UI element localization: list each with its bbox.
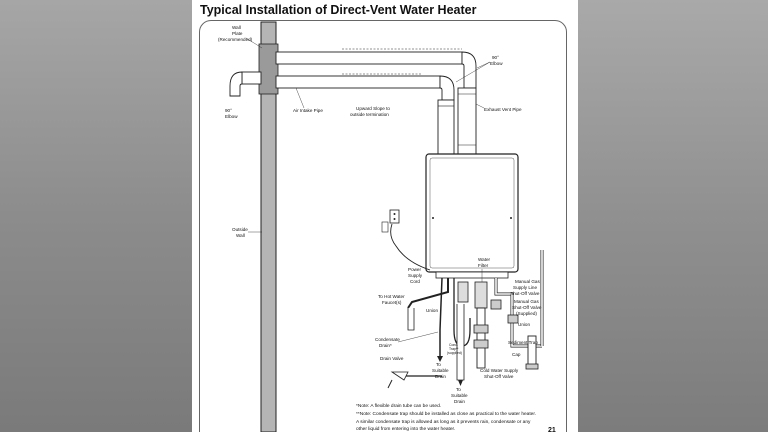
diagram-frame: [199, 20, 567, 432]
label-outside-wall-2: Wall: [236, 233, 245, 238]
note-2: **Note: Condensate trap should be instal…: [356, 411, 536, 417]
label-wall-plate-1: Wall: [232, 25, 241, 30]
label-elbow-left-2: Elbow: [225, 114, 238, 119]
note-3: A similar condensate trap is allowed as …: [356, 419, 531, 425]
label-gas-line-3: Shut-Off Valve: [510, 291, 540, 296]
label-elbow-left-1: 90°: [225, 108, 232, 113]
label-cond-trap-1: Cond.: [449, 343, 458, 347]
label-hot-water-1: To Hot Water: [378, 294, 405, 299]
label-elbow-top-1: 90°: [492, 55, 499, 60]
installation-diagram: Wall Plate (Recommended) 90° Elbow 90° E…: [218, 21, 556, 432]
label-condensate-1: Condensate: [375, 337, 400, 342]
intake-elbow: [439, 75, 455, 101]
page-title: Typical Installation of Direct-Vent Wate…: [200, 3, 477, 17]
exhaust-horizontal-pipe: [275, 51, 463, 65]
label-power-cord-3: Cord: [410, 279, 420, 284]
label-suitable-drain-a-2: Suitable: [432, 368, 449, 373]
label-power-cord-2: Supply: [408, 273, 423, 278]
label-water-filter-2: Filter: [478, 263, 489, 268]
label-air-intake: Air Intake Pipe: [293, 108, 323, 113]
manual-page: Typical Installation of Direct-Vent Wate…: [192, 0, 578, 432]
left-background: [0, 0, 192, 432]
label-suitable-drain-b-3: Drain: [454, 399, 465, 404]
air-intake-pipe: [275, 75, 441, 89]
left-outside-pipe: [241, 71, 262, 85]
label-union-left: Union: [426, 308, 438, 313]
label-water-filter-1: Water: [478, 257, 491, 262]
label-drain-valve: Drain Valve: [380, 356, 404, 361]
label-upward-slope-1: Upward Slope to: [356, 106, 390, 111]
label-condensate-2: Drain*: [379, 343, 392, 348]
label-power-cord-1: Power: [408, 267, 421, 272]
right-background: [578, 0, 768, 432]
label-gas-valve-1: Manual Gas: [514, 299, 539, 304]
label-cold-supply-2: Shut-Off Valve: [484, 374, 514, 379]
wall-plate: [258, 43, 279, 95]
label-suitable-drain-a-3: Drain: [435, 374, 446, 379]
label-gas-valve-3: (Supplied): [516, 311, 537, 316]
label-outside-wall-1: Outside: [232, 227, 248, 232]
label-upward-slope-2: outside termination: [350, 112, 389, 117]
label-suitable-drain-b-1: To: [456, 387, 461, 392]
label-wall-plate-2: Plate: [232, 31, 243, 36]
outside-wall: [260, 21, 277, 432]
label-gas-valve-2: Shut-Off Valve: [512, 305, 542, 310]
power-cord: [390, 223, 431, 271]
label-cap: Cap: [512, 352, 521, 357]
electrical-outlet: [389, 209, 400, 224]
label-union-right: Union: [518, 322, 530, 327]
label-gas-line-1: Manual Gas: [515, 279, 540, 284]
hot-water-pipe: [407, 278, 449, 309]
page-number: 21: [548, 427, 556, 432]
intake-vertical-pipe: [437, 99, 455, 155]
label-gas-line-2: Supply Line: [513, 285, 537, 290]
label-wall-plate-3: (Recommended): [218, 37, 253, 42]
label-cond-trap-2: Trap**: [449, 347, 459, 351]
exhaust-vertical-pipe: [457, 87, 477, 155]
label-sediment-trap: Sediment Trap: [508, 340, 538, 345]
label-hot-water-2: Faucet(s): [382, 300, 402, 305]
label-suitable-drain-b-2: Suitable: [451, 393, 468, 398]
label-suitable-drain-a-1: To: [436, 362, 441, 367]
label-exhaust-vent: Exhaust Vent Pipe: [484, 107, 522, 112]
note-4: other liquid from entering into the wate…: [356, 426, 455, 432]
left-outside-elbow: [229, 71, 243, 97]
label-cold-supply-1: Cold Water Supply: [480, 368, 519, 373]
condensate-drain-line: [439, 277, 443, 356]
label-cond-trap-3: (supplied): [447, 351, 462, 355]
note-1: *Note: A flexible drain tube can be used…: [356, 403, 441, 409]
exhaust-top-elbow: [461, 51, 477, 89]
water-heater-unit: [425, 153, 519, 273]
hot-water-riser: [407, 308, 415, 331]
label-elbow-top-2: Elbow: [490, 61, 503, 66]
cold-supply-pipe: [476, 307, 486, 369]
drain-valve: [390, 371, 409, 381]
